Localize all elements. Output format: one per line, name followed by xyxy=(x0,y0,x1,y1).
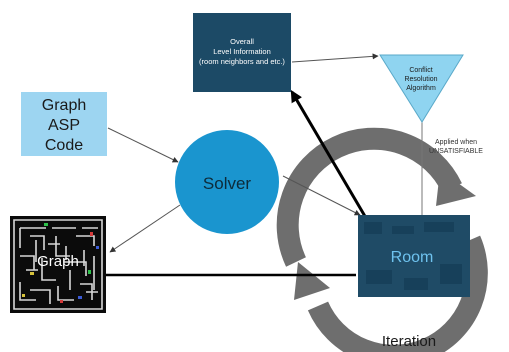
arrow-solver-to-room xyxy=(282,175,361,216)
maze-pattern xyxy=(13,219,103,310)
graph-maze-node: Graph xyxy=(10,216,106,313)
room-texture xyxy=(364,222,462,290)
room-label: Room xyxy=(391,249,434,266)
arrow-room-to-overall xyxy=(290,89,368,219)
overall-label-line3: (room neighbors and etc.) xyxy=(199,57,285,66)
asp-label-line1: Graph xyxy=(42,97,86,114)
graph-asp-code-node: Graph ASP Code xyxy=(21,92,107,156)
conflict-resolution-node: Conflict Resolution Algorithm xyxy=(379,54,464,123)
overall-label-line1: Overall xyxy=(230,37,254,46)
asp-label-line3: Code xyxy=(45,137,83,154)
room-node: Room xyxy=(358,215,470,297)
unsatisfiable-label: UNSATISFIABLE xyxy=(429,148,483,155)
overall-label-line2: Level Information xyxy=(213,47,271,56)
solver-node: Solver xyxy=(175,130,279,234)
arrow-overall-to-conflict xyxy=(291,53,379,63)
arrow-solver-to-graph xyxy=(109,204,181,253)
connectors xyxy=(106,53,423,277)
iteration-cycle-arrows xyxy=(276,127,488,352)
graph-label: Graph xyxy=(37,253,79,270)
solver-label: Solver xyxy=(203,174,252,193)
applied-when-label: Applied when xyxy=(435,139,477,146)
asp-label-line2: ASP xyxy=(48,117,80,134)
overall-level-info-node: Overall Level Information (room neighbor… xyxy=(193,13,291,92)
maze-colored-dots xyxy=(22,223,99,303)
conflict-label-line3: Algorithm xyxy=(406,85,436,92)
arrow-asp-to-solver xyxy=(107,127,179,163)
iteration-label: Iteration xyxy=(382,333,436,350)
conflict-label-line1: Conflict xyxy=(409,67,432,74)
conflict-label-line2: Resolution xyxy=(404,76,437,83)
